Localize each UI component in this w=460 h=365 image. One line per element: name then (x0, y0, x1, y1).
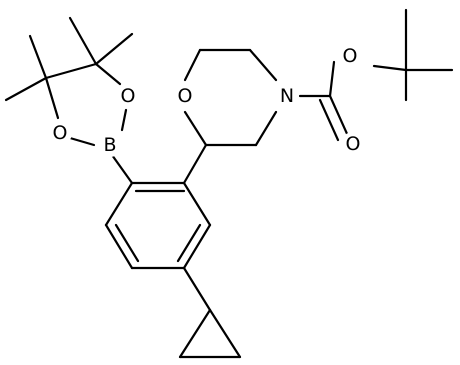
atom-ester-oxygen: O (338, 44, 362, 68)
carbamate-group (298, 60, 350, 142)
tert-butyl-group (372, 8, 454, 102)
ring-nitrogen-label: N (280, 85, 294, 107)
boronate-oxygen-bottom-label: O (53, 122, 68, 144)
atom-boronate-oxygen-top: O (116, 84, 140, 108)
atom-ring-oxygen: O (173, 84, 197, 108)
atom-boronate-oxygen-bottom: O (48, 121, 72, 145)
pinacol-boronate-group (4, 16, 134, 185)
carbonyl-oxygen-label: O (346, 133, 361, 155)
ring-oxygen-label: O (178, 85, 193, 107)
boronate-oxygen-top-label: O (121, 85, 136, 107)
morpholine-ring (183, 48, 278, 147)
atom-carbonyl-oxygen: O (341, 132, 365, 156)
atom-boron: B (98, 133, 122, 157)
ester-oxygen-label: O (343, 45, 358, 67)
benzene-ring (104, 143, 212, 270)
atom-ring-nitrogen: N (275, 84, 299, 108)
cyclopropyl-group (178, 266, 242, 359)
boron-label: B (103, 134, 116, 156)
